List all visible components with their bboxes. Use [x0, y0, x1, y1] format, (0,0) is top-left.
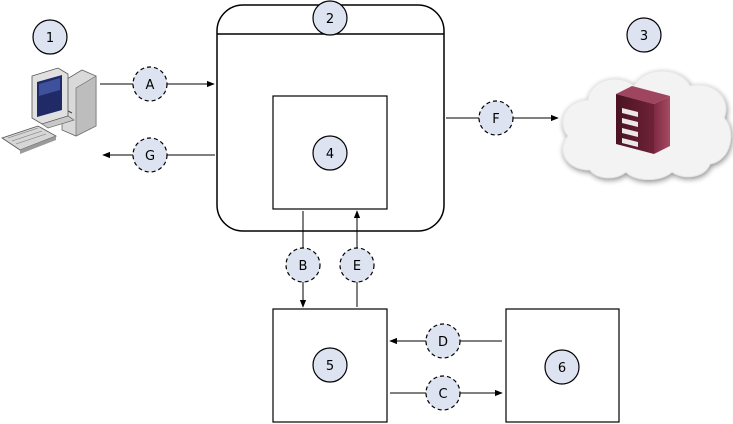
node-label-6: 6 — [558, 361, 566, 376]
step-label-a: A — [146, 78, 155, 93]
step-label-f: F — [492, 112, 499, 127]
node-badge-5: 5 — [312, 347, 348, 383]
step-badge-e: E — [339, 247, 375, 283]
node-badge-3: 3 — [626, 17, 662, 53]
node-badge-1: 1 — [32, 19, 68, 55]
node-label-3: 3 — [640, 29, 648, 44]
step-badge-d: D — [425, 323, 461, 359]
step-badge-a: A — [132, 66, 168, 102]
step-badge-c: C — [425, 375, 461, 411]
node-badge-2: 2 — [312, 0, 348, 36]
server-icon — [616, 86, 670, 154]
step-label-b: B — [299, 259, 308, 274]
node-label-5: 5 — [326, 359, 334, 374]
step-label-c: C — [438, 387, 447, 402]
step-label-e: E — [353, 259, 361, 274]
step-badge-f: F — [478, 100, 514, 136]
node-label-4: 4 — [326, 147, 334, 162]
node-label-2: 2 — [326, 12, 334, 27]
computer-icon — [1, 67, 97, 154]
node-badge-4: 4 — [312, 135, 348, 171]
step-badge-b: B — [285, 247, 321, 283]
step-label-g: G — [145, 149, 155, 164]
step-label-d: D — [438, 335, 448, 350]
node-label-1: 1 — [46, 31, 54, 46]
node-badge-6: 6 — [544, 349, 580, 385]
step-badge-g: G — [132, 137, 168, 173]
